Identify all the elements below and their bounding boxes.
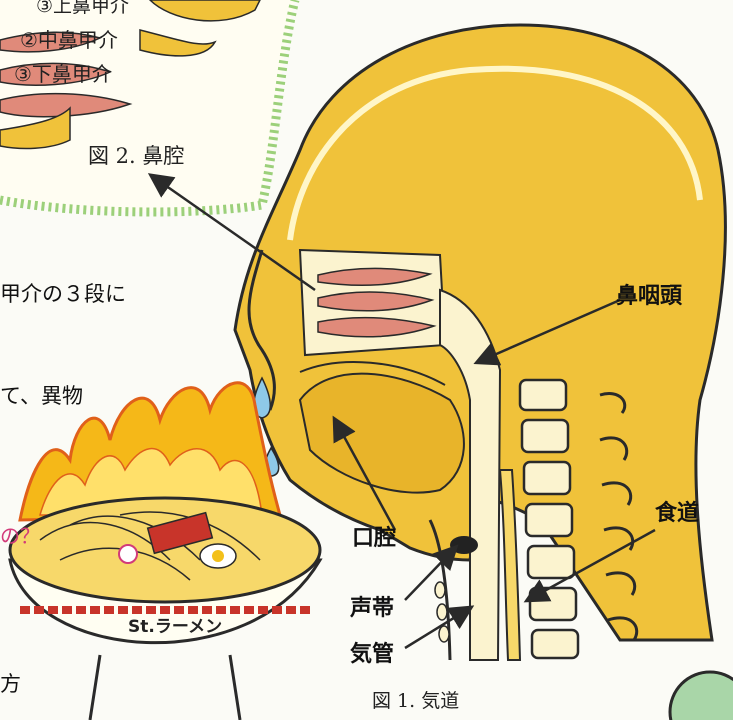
body-text-line-3: 方 <box>0 668 21 698</box>
bowl-label: St.ラーメン <box>128 612 222 637</box>
inset-caption: 図 2. 鼻腔 <box>88 140 184 170</box>
figure-caption: 図 1. 気道 <box>372 686 459 713</box>
body-text-line-2: て、異物 <box>0 380 83 410</box>
bowl-question-text: の？ <box>0 520 40 549</box>
decorative-green-circle <box>670 672 733 720</box>
body-text-line-1: 甲介の３段に <box>0 278 126 308</box>
inset-label-inferior-turbinate: ③下鼻甲介 <box>14 58 112 87</box>
label-esophagus: 食道 <box>655 495 699 527</box>
label-oral-cavity: 口腔 <box>352 520 396 552</box>
label-vocal-cords: 声帯 <box>350 590 394 622</box>
inset-label-superior-turbinate: ③上鼻甲介 <box>36 0 129 18</box>
label-trachea: 気管 <box>350 636 394 668</box>
label-nasopharynx: 鼻咽頭 <box>616 278 682 310</box>
inset-label-middle-turbinate: ②中鼻甲介 <box>20 24 118 53</box>
